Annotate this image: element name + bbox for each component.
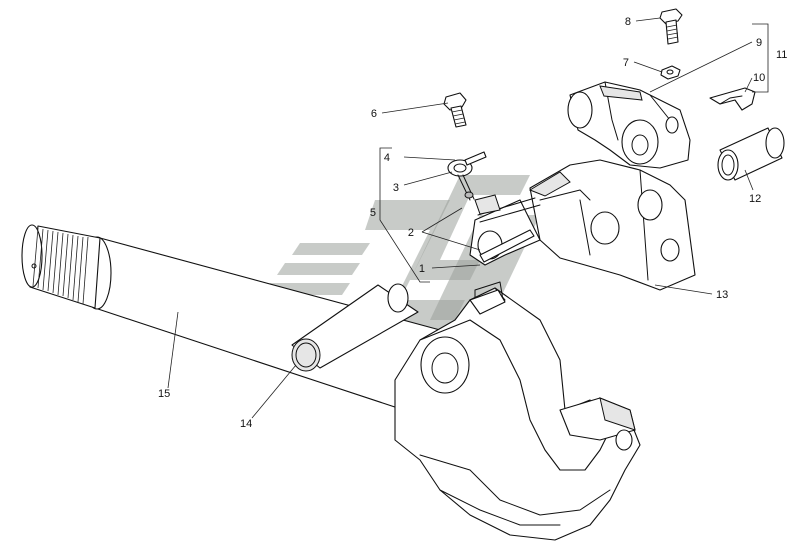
callout-11: 11 xyxy=(776,49,787,61)
callout-6: 6 xyxy=(371,108,377,120)
callout-4: 4 xyxy=(384,152,390,164)
bracket-group-5 xyxy=(379,147,430,283)
callout-2: 2 xyxy=(408,227,414,239)
part-1-2-latch xyxy=(469,194,541,266)
part-13-bracket xyxy=(528,159,696,291)
bracket-group-11 xyxy=(752,23,769,93)
callout-7: 7 xyxy=(623,57,629,69)
callout-14: 14 xyxy=(240,418,252,430)
part-14-pin xyxy=(291,283,419,372)
callout-5: 5 xyxy=(370,207,376,219)
part-7-nut xyxy=(660,65,681,80)
callout-13: 13 xyxy=(716,289,728,301)
part-6-bolt xyxy=(443,92,467,128)
part-10-shell xyxy=(709,87,756,111)
part-3-4-clip xyxy=(447,151,487,201)
callout-1: 1 xyxy=(419,263,425,275)
part-15-shaft xyxy=(21,224,441,413)
callout-labels: 1 2 3 4 5 6 7 8 9 10 11 12 13 14 15 xyxy=(158,16,787,430)
hook-body xyxy=(394,281,641,541)
callout-12: 12 xyxy=(749,193,761,205)
callout-8: 8 xyxy=(625,16,631,28)
part-8-bolt xyxy=(659,8,683,45)
part-9-housing xyxy=(567,81,691,169)
leader-lines xyxy=(167,17,754,419)
callout-3: 3 xyxy=(393,182,399,194)
callout-15: 15 xyxy=(158,388,170,400)
part-12-bushing xyxy=(717,127,785,181)
callout-10: 10 xyxy=(753,72,765,84)
callout-9: 9 xyxy=(756,37,762,49)
